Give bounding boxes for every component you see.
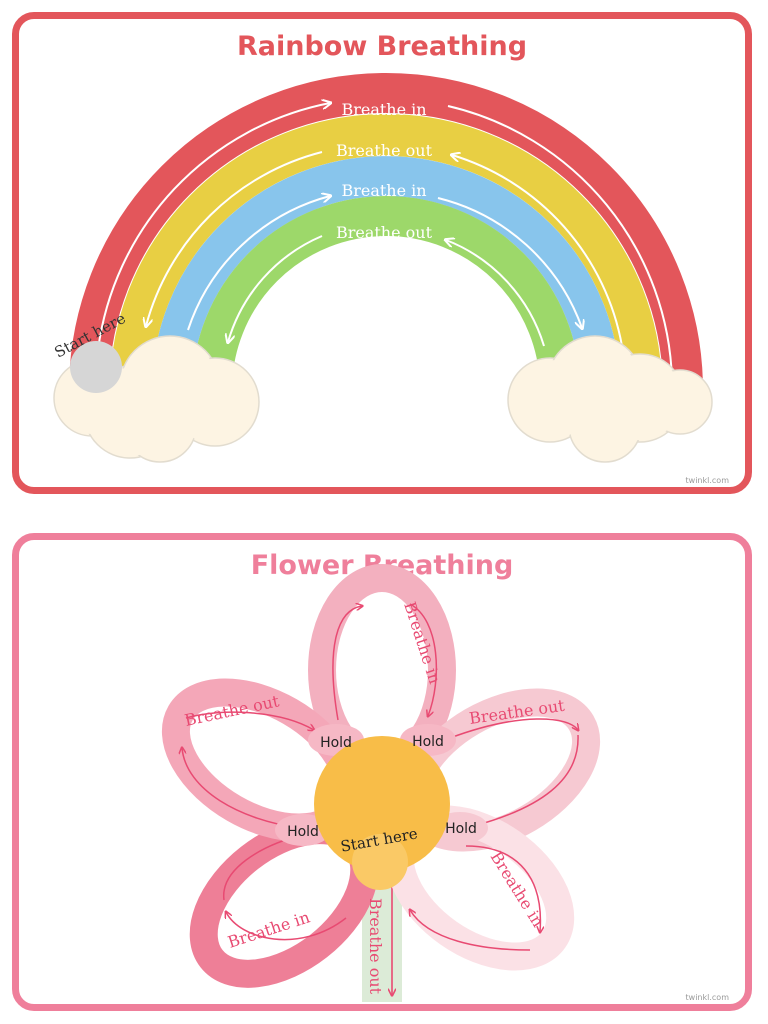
hold-label-top-left: Hold — [320, 735, 352, 751]
flower-center — [314, 736, 450, 872]
hold-label-top-right: Hold — [412, 734, 444, 750]
rainbow-band-yellow — [110, 114, 662, 391]
band-label-blue: Breathe in — [341, 181, 426, 200]
arrow-red-right — [447, 105, 672, 380]
stem-label: Breathe out — [366, 898, 385, 995]
arrow-green-right — [446, 240, 545, 347]
rainbow-start-dot — [70, 341, 122, 393]
arrow-blue-right — [437, 197, 582, 328]
band-label-yellow: Breathe out — [336, 141, 433, 160]
hold-label-right: Hold — [445, 821, 477, 837]
arrow-yellow-left — [146, 151, 323, 326]
flower-watermark: twinkl.com — [685, 993, 729, 1002]
arrow-red-left — [97, 103, 330, 351]
band-label-green: Breathe out — [336, 223, 433, 242]
arrow-blue-left — [187, 196, 330, 331]
hold-label-left: Hold — [287, 824, 319, 840]
arrow-yellow-right — [452, 155, 623, 347]
rainbow-illustration: Breathe in Breathe out Breathe in Breath… — [51, 73, 713, 463]
rainbow-band-green — [192, 196, 580, 391]
flower-start-dot — [352, 834, 408, 890]
rainbow-watermark: twinkl.com — [685, 476, 729, 485]
arrow-green-left — [228, 235, 323, 342]
rainbow-band-blue — [152, 156, 620, 391]
rainbow-band-red — [69, 73, 703, 391]
rainbow-title: Rainbow Breathing — [236, 31, 528, 62]
band-label-red: Breathe in — [341, 100, 426, 119]
